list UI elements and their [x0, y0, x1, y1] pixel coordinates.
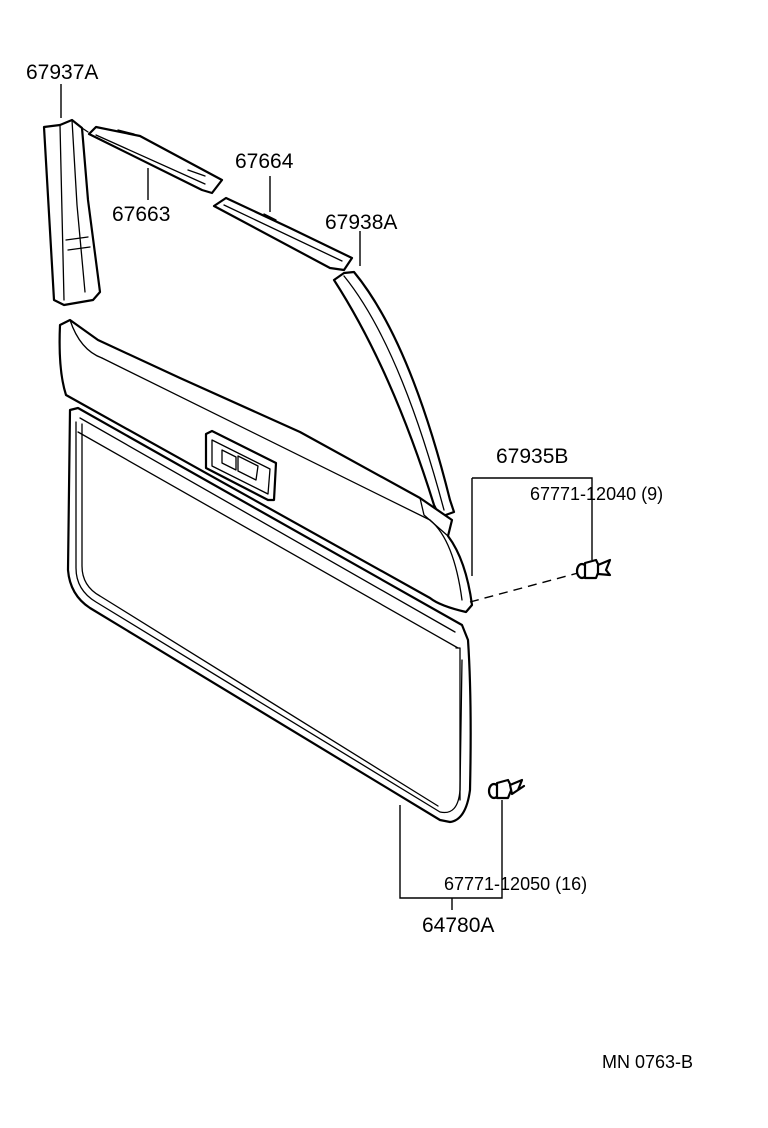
label-67937A: 67937A: [26, 61, 98, 84]
leader-lines: [60, 84, 593, 910]
label-67771-12040: 67771-12040 (9): [530, 484, 663, 504]
clip-67771-12040-icon: [575, 558, 612, 580]
side-garnish-67938A: [332, 270, 456, 519]
label-67771-12050: 67771-12050 (16): [444, 874, 587, 894]
label-67935B: 67935B: [496, 445, 568, 468]
lower-trim-board-64780A: [66, 406, 472, 824]
header-trim-67663: [87, 125, 224, 195]
label-67938A: 67938A: [325, 211, 397, 234]
header-trim-67664: [212, 196, 354, 272]
label-67663: 67663: [112, 203, 170, 226]
pillar-trim-67937A: [42, 118, 102, 307]
label-67664: 67664: [235, 150, 294, 173]
diagram-code: MN 0763-B: [602, 1052, 693, 1072]
upper-trim-panel-67935B: [58, 318, 474, 614]
clip-67771-12050-icon: [487, 778, 526, 800]
label-64780A: 64780A: [422, 914, 494, 937]
